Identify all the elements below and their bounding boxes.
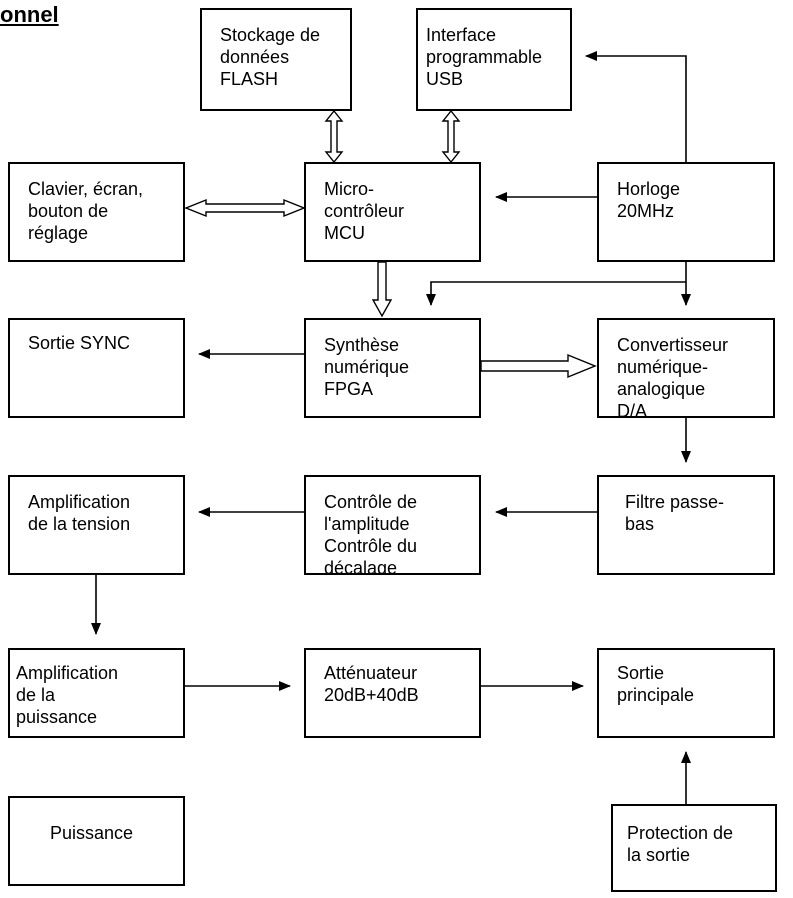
diagram-title: onnel (0, 2, 59, 27)
block-label: Atténuateur 20dB+40dB (324, 663, 419, 705)
block-output-protection: Protection de la sortie (611, 804, 777, 892)
block-lowpass-filter: Filtre passe- bas (597, 475, 775, 575)
block-main-output: Sortie principale (597, 648, 775, 738)
bus-arrow-usb-mcu (441, 109, 461, 164)
block-label: Sortie principale (617, 663, 695, 705)
block-flash-storage: Stockage de données FLASH (200, 8, 352, 111)
block-label: Amplification de la tension (28, 492, 131, 534)
block-fpga: Synthèse numérique FPGA (304, 318, 481, 418)
bus-arrow-fpga-dac (480, 353, 597, 379)
arrow-clock-to-usb (585, 51, 687, 162)
block-label: Clavier, écran, bouton de réglage (28, 179, 144, 243)
block-usb-interface: Interface programmable USB (416, 8, 572, 111)
block-label: Interface programmable USB (426, 25, 543, 89)
block-keyboard-screen: Clavier, écran, bouton de réglage (8, 162, 185, 262)
block-label: Filtre passe- bas (625, 492, 725, 534)
block-label: Protection de la sortie (627, 823, 734, 865)
block-label: Synthèse numérique FPGA (324, 335, 410, 399)
block-label: Micro- contrôleur MCU (324, 179, 405, 243)
block-attenuator: Atténuateur 20dB+40dB (304, 648, 481, 738)
block-power-amp: Amplification de la puissance (8, 648, 185, 738)
clock-feed-line (426, 281, 686, 306)
block-label: Horloge 20MHz (617, 179, 681, 221)
block-label: Contrôle de l'amplitude Contrôle du déca… (324, 492, 418, 575)
block-label: Amplification de la puissance (16, 663, 119, 727)
block-amplitude-control: Contrôle de l'amplitude Contrôle du déca… (304, 475, 481, 575)
block-sync-output: Sortie SYNC (8, 318, 185, 418)
bus-arrow-flash-mcu (324, 109, 344, 164)
block-label: Convertisseur numérique- analogique D/A (617, 335, 729, 418)
block-dac: Convertisseur numérique- analogique D/A (597, 318, 775, 418)
block-voltage-amp: Amplification de la tension (8, 475, 185, 575)
bus-arrow-keyboard-mcu (184, 198, 306, 218)
block-power-supply: Puissance (8, 796, 185, 886)
block-clock: Horloge 20MHz (597, 162, 775, 262)
block-label: Puissance (50, 823, 134, 843)
bus-arrow-mcu-fpga (371, 261, 393, 318)
block-mcu: Micro- contrôleur MCU (304, 162, 481, 262)
block-label: Stockage de données FLASH (220, 25, 321, 89)
block-label: Sortie SYNC (28, 333, 131, 353)
